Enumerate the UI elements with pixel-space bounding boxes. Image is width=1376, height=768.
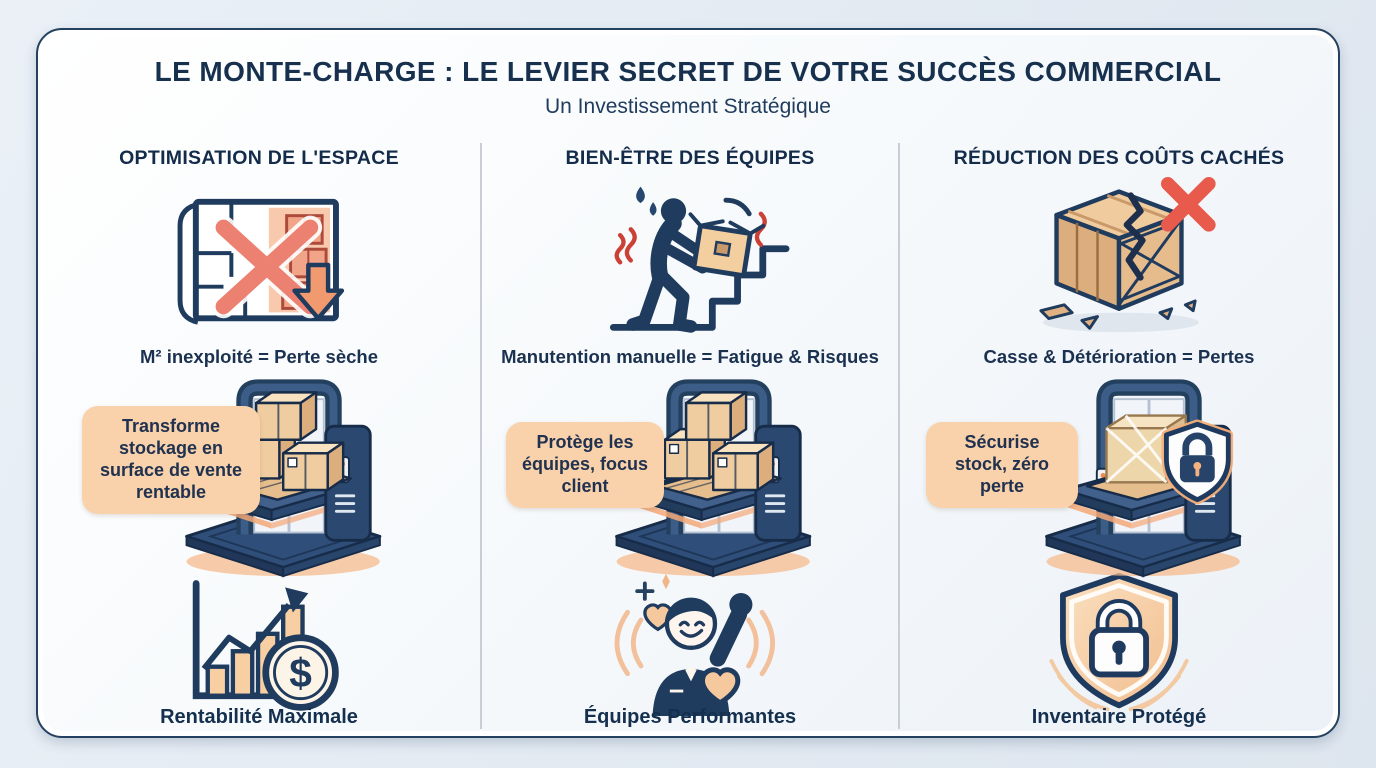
main-title: LE MONTE-CHARGE : LE LEVIER SECRET DE VO… [154,56,1222,87]
infographic-card: LE MONTE-CHARGE : LE LEVIER SECRET DE VO… [36,28,1340,738]
solution-area: Transforme stockage en surface de vente … [38,372,480,578]
problem-caption: M² inexploité = Perte sèche [139,346,379,367]
benefit-callout: Sécurise stock, zéro perte [926,422,1078,508]
benefit-callout: Transforme stockage en surface de vente … [82,406,260,514]
benefit-caption: Rentabilité Maximale [160,706,358,728]
benefit-caption: Équipes Performantes [583,706,797,728]
problem-caption: Casse & Détérioration = Pertes [983,346,1255,367]
subtitle: Un Investissement Stratégique [545,95,831,118]
column-heading: RÉDUCTION DES COÛTS CACHÉS [953,147,1285,169]
column-team-wellbeing: BIEN-ÊTRE DES ÉQUIPES [480,143,900,729]
benefit-callout: Protège les équipes, focus client [506,422,664,508]
problem-caption: Manutention manuelle = Fatigue & Risques [501,346,879,367]
broken-crate-icon [1021,174,1217,340]
worker-carrying-box-stairs-icon [588,174,792,340]
column-heading: OPTIMISATION DE L'ESPACE [119,147,399,169]
solution-area: Protège les équipes, focus client [482,372,898,578]
benefit-caption: Inventaire Protégé [1031,706,1207,728]
floorplan-crossed-icon [160,174,358,340]
solution-area: Sécurise stock, zéro perte [900,372,1338,578]
column-heading: BIEN-ÊTRE DES ÉQUIPES [565,147,815,169]
dollar-symbol: $ [289,650,312,696]
happy-employee-hearts-icon [589,573,791,716]
column-hidden-costs: RÉDUCTION DES COÛTS CACHÉS [900,143,1338,729]
column-space-optimization: OPTIMISATION DE L'ESPACE [38,143,480,729]
growth-chart-dollar-icon: $ [167,579,351,711]
columns-container: OPTIMISATION DE L'ESPACE [38,143,1338,729]
shield-lock-icon [1032,572,1206,711]
